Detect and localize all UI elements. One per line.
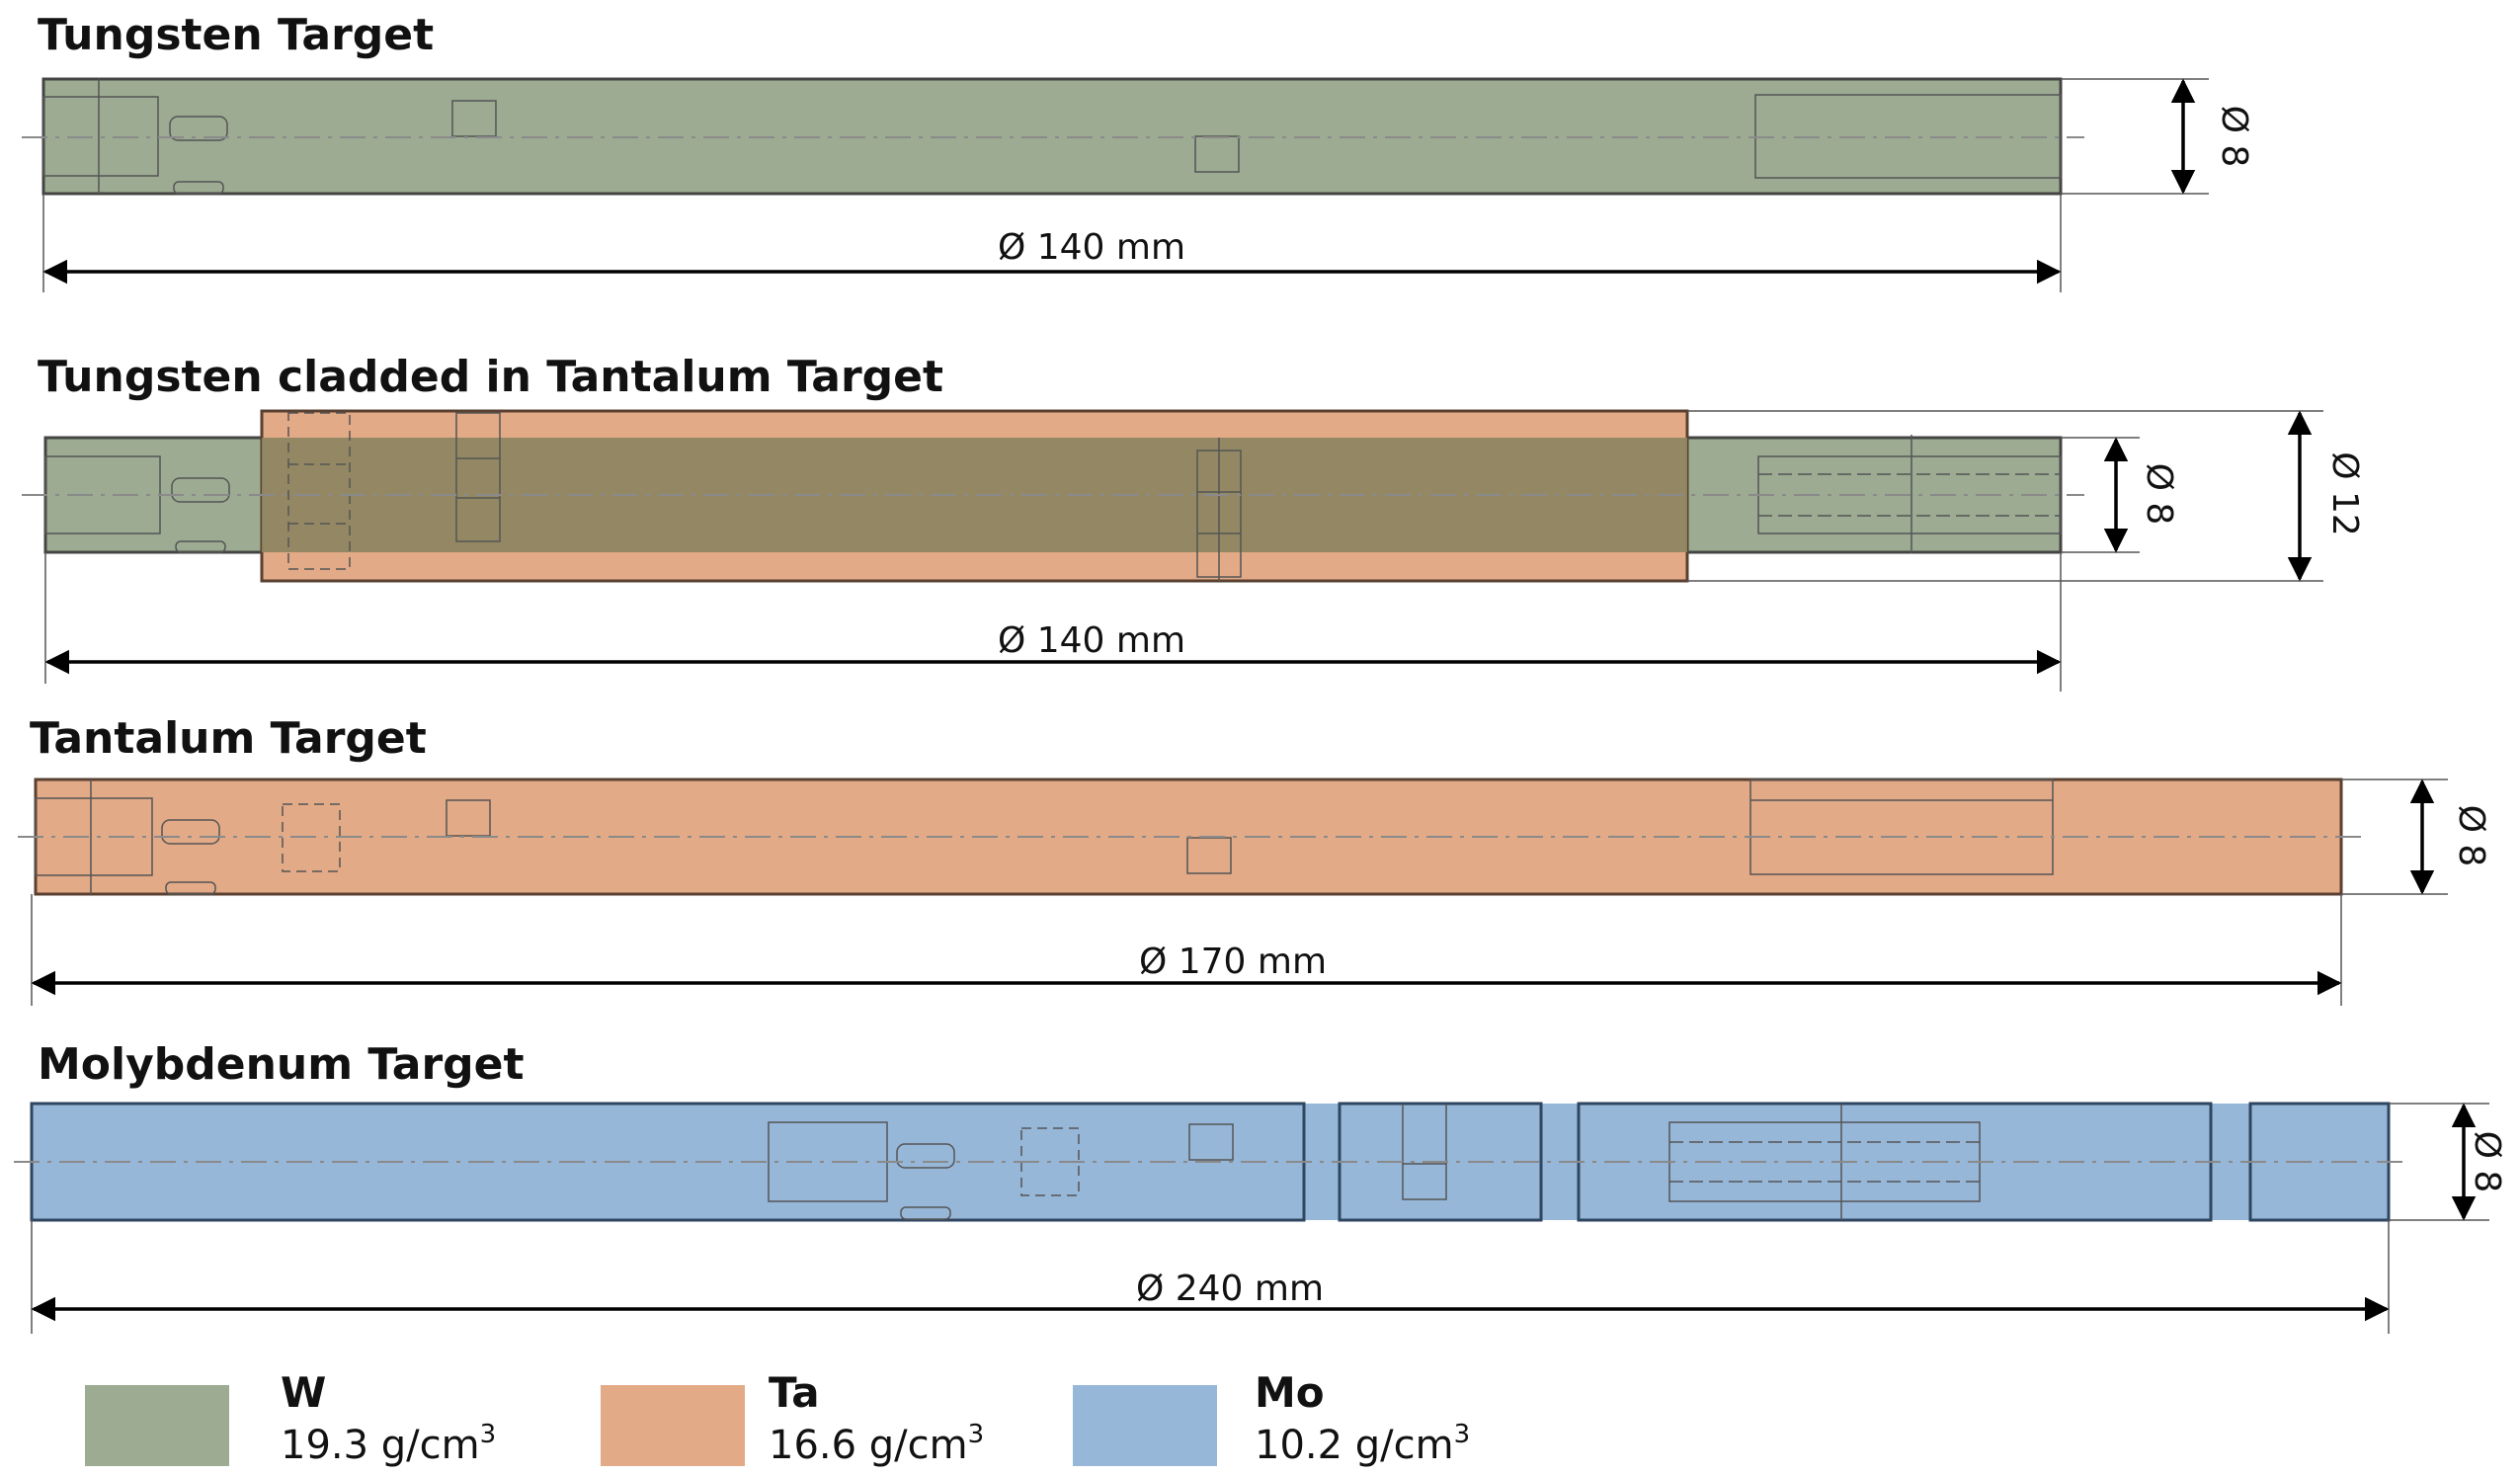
- cladded-target-group: Tungsten cladded in Tantalum Target: [22, 352, 2365, 692]
- tantalum-diameter-dimension: Ø 8: [2341, 779, 2491, 895]
- cladded-overlap-region: [262, 438, 1687, 552]
- tungsten-length-label: Ø 140 mm: [998, 227, 1185, 268]
- legend-item-molybdenum: Mo 10.2 g/cm3: [1073, 1368, 1470, 1468]
- tantalum-target-title: Tantalum Target: [30, 713, 427, 764]
- tantalum-length-dimension: Ø 170 mm: [31, 894, 2342, 1006]
- legend-swatch-molybdenum: [1073, 1385, 1217, 1466]
- cladded-inner-diameter-label: Ø 8: [2139, 463, 2179, 526]
- legend-item-tantalum: Ta 16.6 g/cm3: [601, 1368, 984, 1468]
- legend-density-tungsten: 19.3 g/cm3: [281, 1420, 496, 1468]
- tungsten-length-dimension: Ø 140 mm: [42, 194, 2062, 292]
- cladded-length-label: Ø 140 mm: [998, 620, 1185, 661]
- tungsten-target-group: Tungsten Target Ø 140 mm Ø 8: [22, 10, 2254, 292]
- cladded-outer-diameter-dimension: Ø 12: [1687, 410, 2365, 582]
- cladded-outer-diameter-label: Ø 12: [2324, 451, 2365, 536]
- molybdenum-target-group: Molybdenum Target Ø 240: [14, 1039, 2507, 1334]
- legend-density-tantalum: 16.6 g/cm3: [769, 1420, 984, 1468]
- cladded-length-dimension: Ø 140 mm: [44, 552, 2062, 692]
- tantalum-length-label: Ø 170 mm: [1139, 942, 1327, 982]
- legend-density-molybdenum: 10.2 g/cm3: [1255, 1420, 1470, 1468]
- legend-symbol-tungsten: W: [281, 1368, 326, 1417]
- cladded-target-title: Tungsten cladded in Tantalum Target: [38, 352, 943, 402]
- tungsten-diameter-label: Ø 8: [2214, 106, 2254, 168]
- tantalum-target-group: Tantalum Target Ø 170 mm Ø 8: [18, 713, 2491, 1006]
- legend-symbol-molybdenum: Mo: [1255, 1368, 1325, 1417]
- molybdenum-length-label: Ø 240 mm: [1136, 1269, 1324, 1309]
- molybdenum-length-dimension: Ø 240 mm: [31, 1220, 2390, 1334]
- legend-symbol-tantalum: Ta: [769, 1368, 820, 1417]
- legend-item-tungsten: W 19.3 g/cm3: [85, 1368, 496, 1468]
- tungsten-diameter-dimension: Ø 8: [2061, 78, 2254, 195]
- molybdenum-diameter-dimension: Ø 8: [2389, 1103, 2507, 1221]
- molybdenum-target-title: Molybdenum Target: [38, 1039, 525, 1090]
- molybdenum-diameter-label: Ø 8: [2467, 1131, 2507, 1193]
- tantalum-diameter-label: Ø 8: [2451, 805, 2491, 867]
- legend-swatch-tantalum: [601, 1385, 745, 1466]
- cladded-inner-diameter-dimension: Ø 8: [2061, 437, 2179, 553]
- tungsten-target-title: Tungsten Target: [38, 10, 434, 60]
- legend-swatch-tungsten: [85, 1385, 229, 1466]
- material-legend: W 19.3 g/cm3 Ta 16.6 g/cm3 Mo 10.2 g/cm3: [85, 1368, 1470, 1468]
